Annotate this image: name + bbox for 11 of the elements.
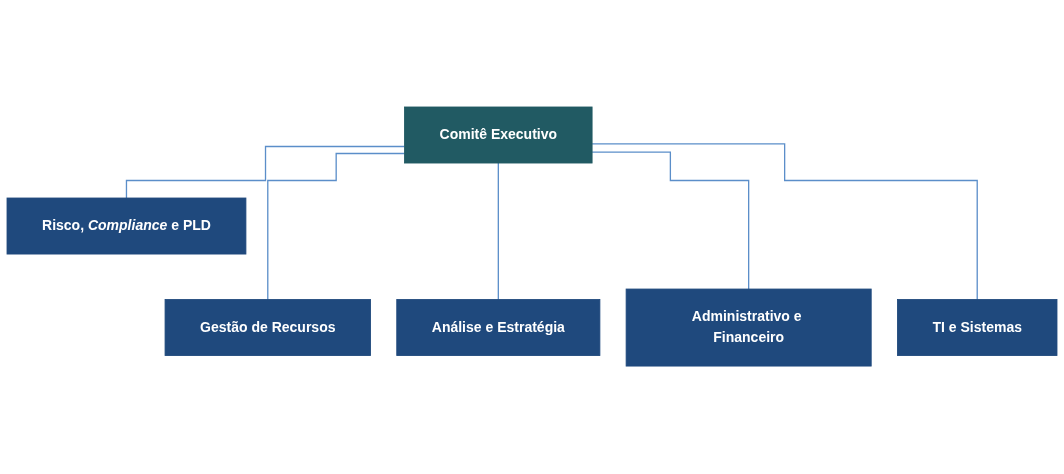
connector <box>591 151 750 291</box>
connector <box>125 146 406 200</box>
node-box: Análise e Estratégia <box>396 299 601 357</box>
node-box: Gestão de Recursos <box>164 299 371 357</box>
connector <box>497 162 499 301</box>
connector <box>591 143 978 301</box>
connector <box>267 153 406 301</box>
node-box: Risco, Compliance e PLD <box>6 198 247 255</box>
node-box: Administrativo e Financeiro <box>625 289 872 367</box>
node-box: Comitê Executivo <box>404 107 593 164</box>
node-box: TI e Sistemas <box>897 299 1058 357</box>
